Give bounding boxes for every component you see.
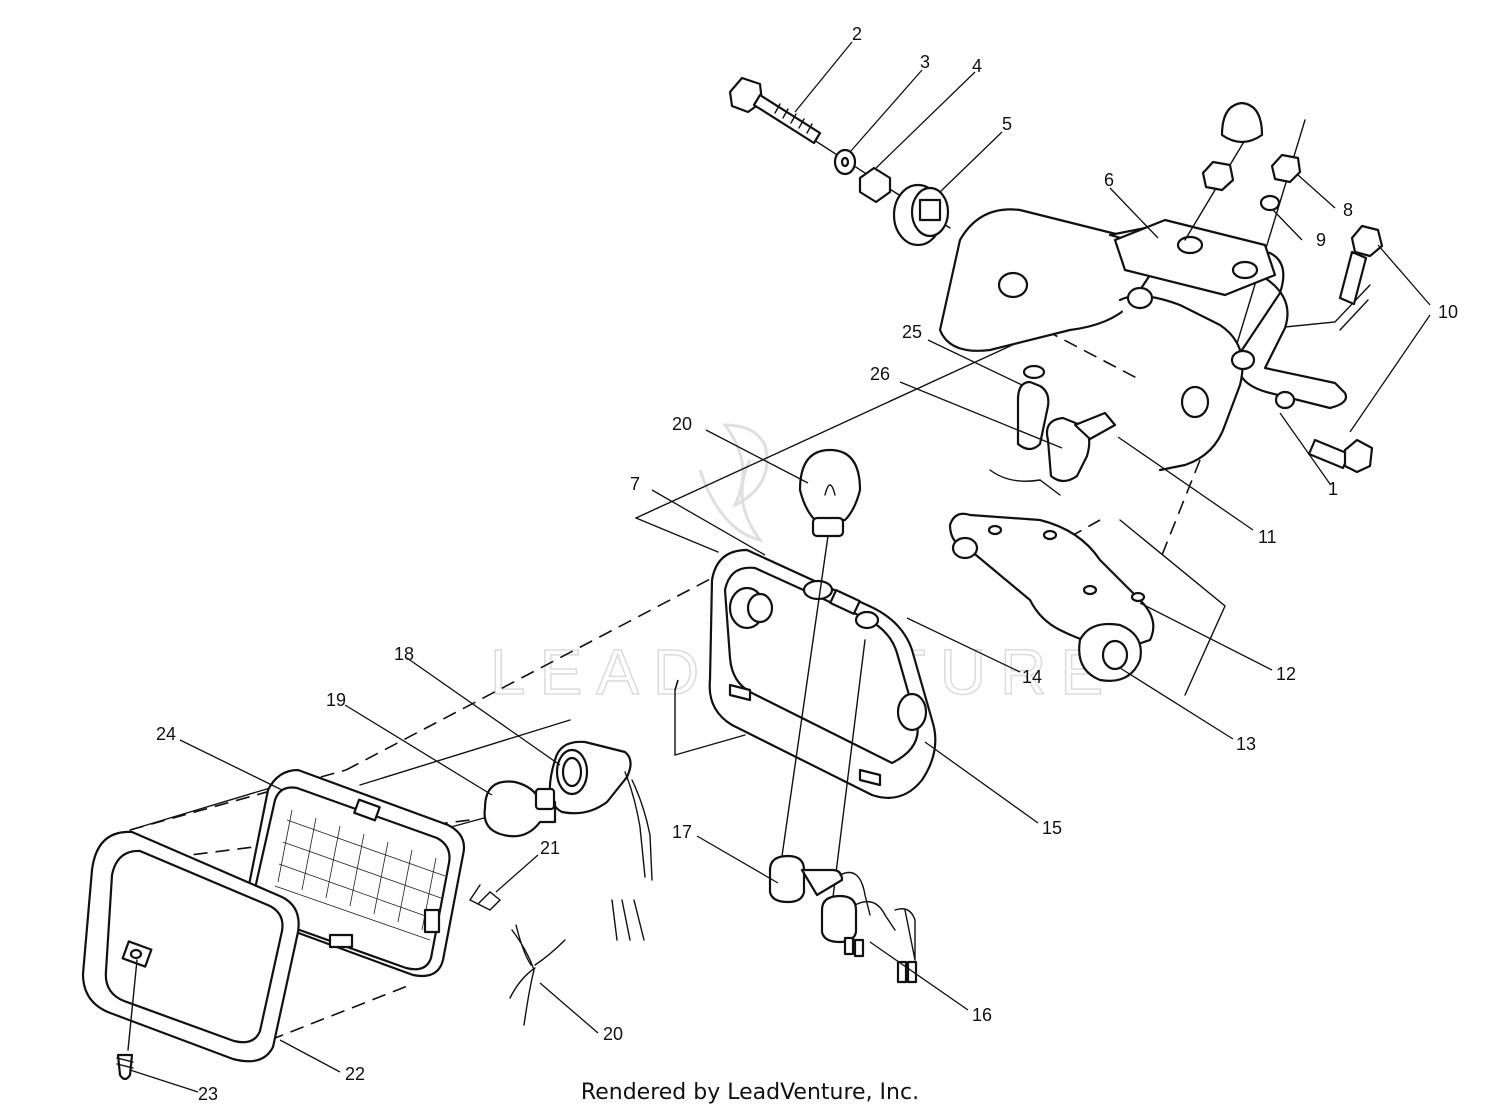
callout-16: 16 (972, 1005, 992, 1025)
callout-8: 8 (1343, 200, 1353, 220)
bolt-10-pair (1307, 224, 1384, 474)
headlight-housing (708, 548, 937, 799)
callout-15: 15 (1042, 818, 1062, 838)
screw-23 (116, 959, 138, 1081)
callout-24: 24 (156, 724, 176, 744)
callout-22: 22 (345, 1064, 365, 1084)
callout-13: 13 (1236, 734, 1256, 754)
callout-9: 9 (1316, 230, 1326, 250)
callout-17: 17 (672, 822, 692, 842)
callout-11: 11 (1258, 527, 1277, 547)
headlight-bezel (81, 830, 300, 1063)
callout-20-upper: 20 (672, 414, 692, 434)
callout-23: 23 (198, 1084, 218, 1104)
callout-12: 12 (1276, 664, 1296, 684)
callout-25: 25 (902, 322, 922, 342)
callout-5: 5 (1002, 114, 1012, 134)
sockets (768, 854, 918, 984)
callout-20-lower: 20 (603, 1024, 623, 1044)
bulb-socket (483, 740, 653, 941)
callout-6: 6 (1104, 170, 1114, 190)
callout-21: 21 (540, 838, 560, 858)
bolt-assembly (728, 76, 951, 247)
callout-leaders (129, 41, 1431, 1093)
callout-4: 4 (972, 56, 982, 76)
callout-19: 19 (326, 690, 346, 710)
callout-1: 1 (1328, 479, 1338, 499)
callout-10: 10 (1438, 302, 1458, 322)
callout-26: 26 (870, 364, 890, 384)
mounting-plate (948, 512, 1155, 682)
callout-14: 14 (1022, 667, 1042, 687)
switch-parts (989, 364, 1117, 496)
callout-18: 18 (394, 644, 414, 664)
callout-3: 3 (920, 52, 930, 72)
headlight-bracket (938, 101, 1348, 472)
callout-2: 2 (852, 24, 862, 44)
callout-labels: 1 2 3 4 5 6 7 8 9 10 11 12 13 14 15 16 1… (156, 24, 1458, 1104)
callout-7: 7 (630, 474, 640, 494)
clips (468, 884, 566, 1026)
rendered-by-footer: Rendered by LeadVenture, Inc. (580, 1080, 920, 1105)
bulb-upper (779, 448, 866, 906)
